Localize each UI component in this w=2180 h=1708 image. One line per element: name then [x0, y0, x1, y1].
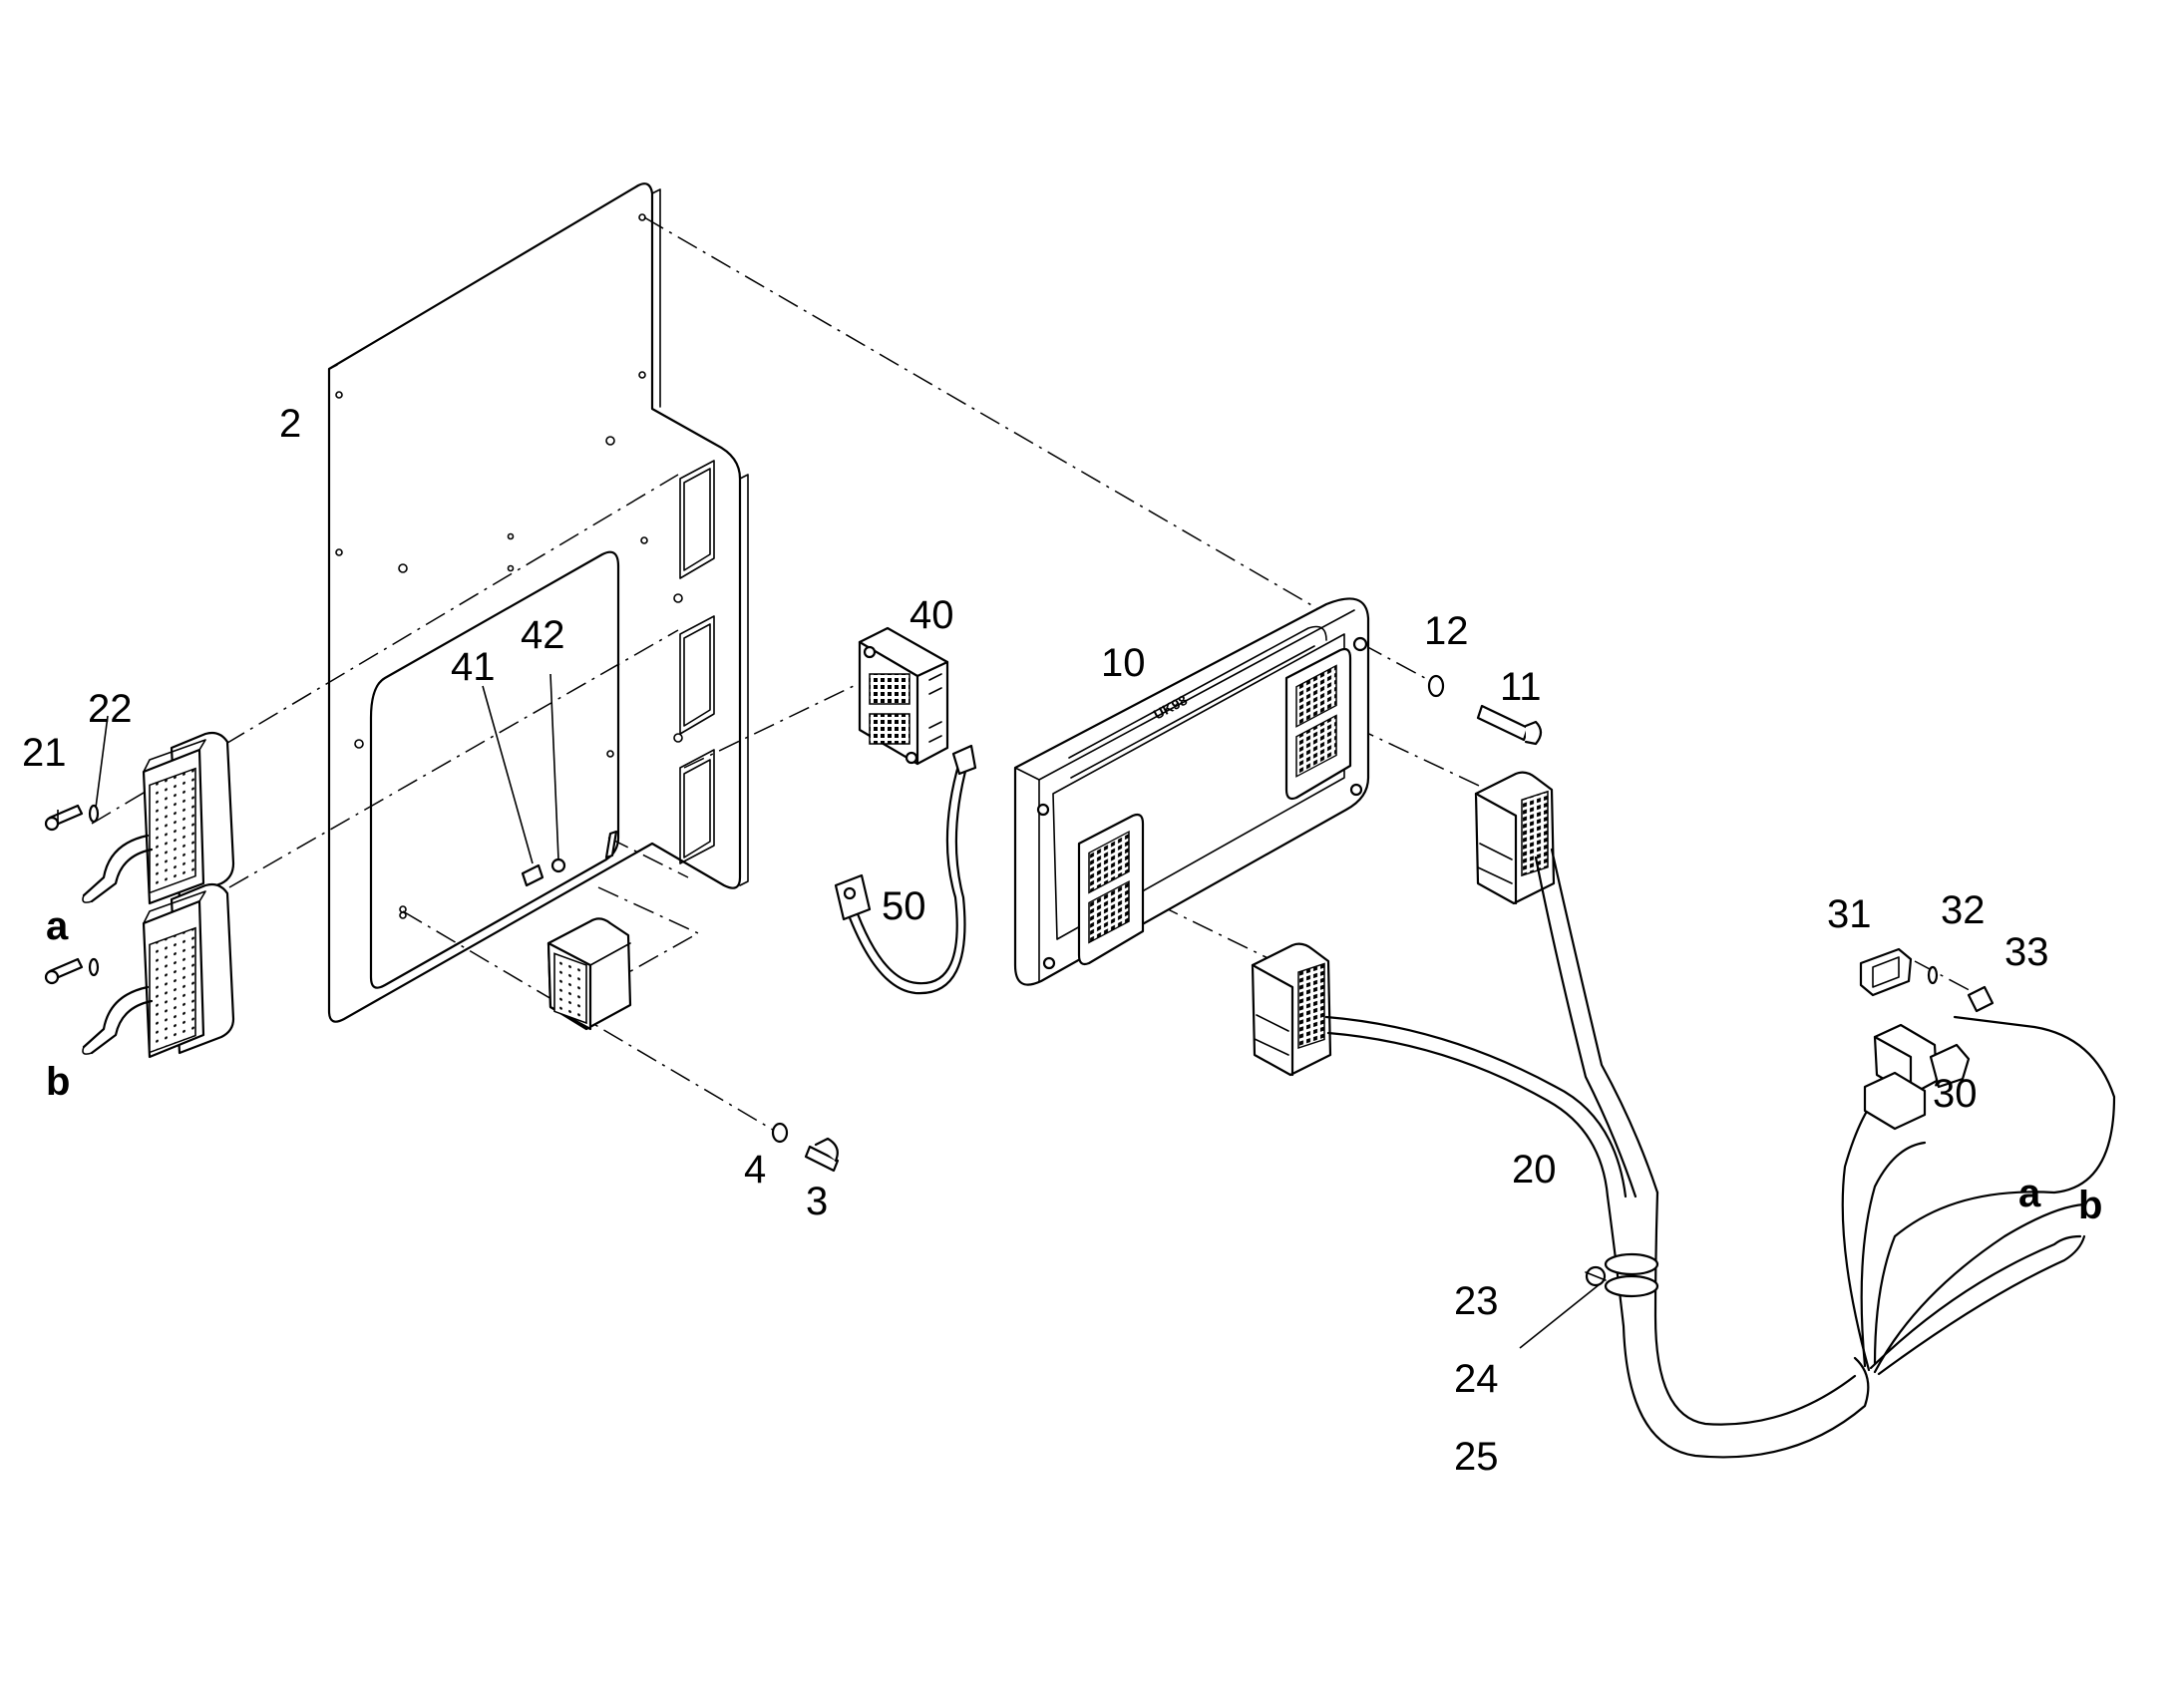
callout-42: 42 — [521, 613, 565, 657]
relay-block — [546, 917, 632, 1031]
callout-50: 50 — [882, 884, 926, 928]
wire-tag-a-left: a — [46, 904, 69, 948]
callout-32: 32 — [1941, 888, 1986, 932]
callout-31: 31 — [1827, 892, 1872, 936]
ground-strap-50 — [834, 744, 977, 995]
wire-tag-a-right: a — [2018, 1172, 2041, 1215]
callout-3: 3 — [806, 1180, 828, 1223]
callout-21: 21 — [22, 731, 67, 775]
leader-lines — [57, 673, 1601, 1349]
callout-labels: 2 3 4 10 11 12 20 21 22 23 24 25 30 31 3… — [22, 402, 2102, 1479]
callout-20: 20 — [1512, 1148, 1557, 1192]
callout-2: 2 — [279, 402, 301, 446]
callout-33: 33 — [2004, 930, 2049, 974]
mounting-panel — [327, 182, 749, 1023]
screw-21 — [44, 804, 100, 985]
interface-block-40 — [858, 626, 949, 766]
cable-a-left — [82, 834, 150, 897]
screw-33 — [1967, 985, 1995, 1013]
callout-24: 24 — [1454, 1357, 1499, 1401]
wire-tag-b-left: b — [46, 1060, 70, 1104]
callout-23: 23 — [1454, 1279, 1499, 1323]
fastener-31 — [1859, 947, 1913, 997]
screw-3 — [771, 1122, 840, 1173]
callout-25: 25 — [1454, 1435, 1499, 1479]
callout-4: 4 — [744, 1148, 766, 1192]
callout-30: 30 — [1933, 1072, 1978, 1116]
washer-32 — [1927, 965, 1939, 985]
callout-22: 22 — [88, 687, 133, 731]
connector-b — [142, 882, 235, 1059]
screw-11 — [1427, 674, 1543, 746]
callout-12: 12 — [1424, 609, 1469, 653]
callout-40: 40 — [909, 593, 954, 637]
harness-20 — [1251, 771, 2116, 1459]
connector-a — [142, 731, 235, 905]
callout-41: 41 — [451, 645, 496, 689]
wire-tag-b-right: b — [2078, 1184, 2102, 1227]
callout-10: 10 — [1101, 641, 1146, 685]
screw-41 — [521, 830, 618, 887]
control-module-10: UK98 — [1013, 597, 1370, 986]
callout-11: 11 — [1500, 665, 1542, 709]
assembly-centerlines — [91, 216, 1980, 1134]
